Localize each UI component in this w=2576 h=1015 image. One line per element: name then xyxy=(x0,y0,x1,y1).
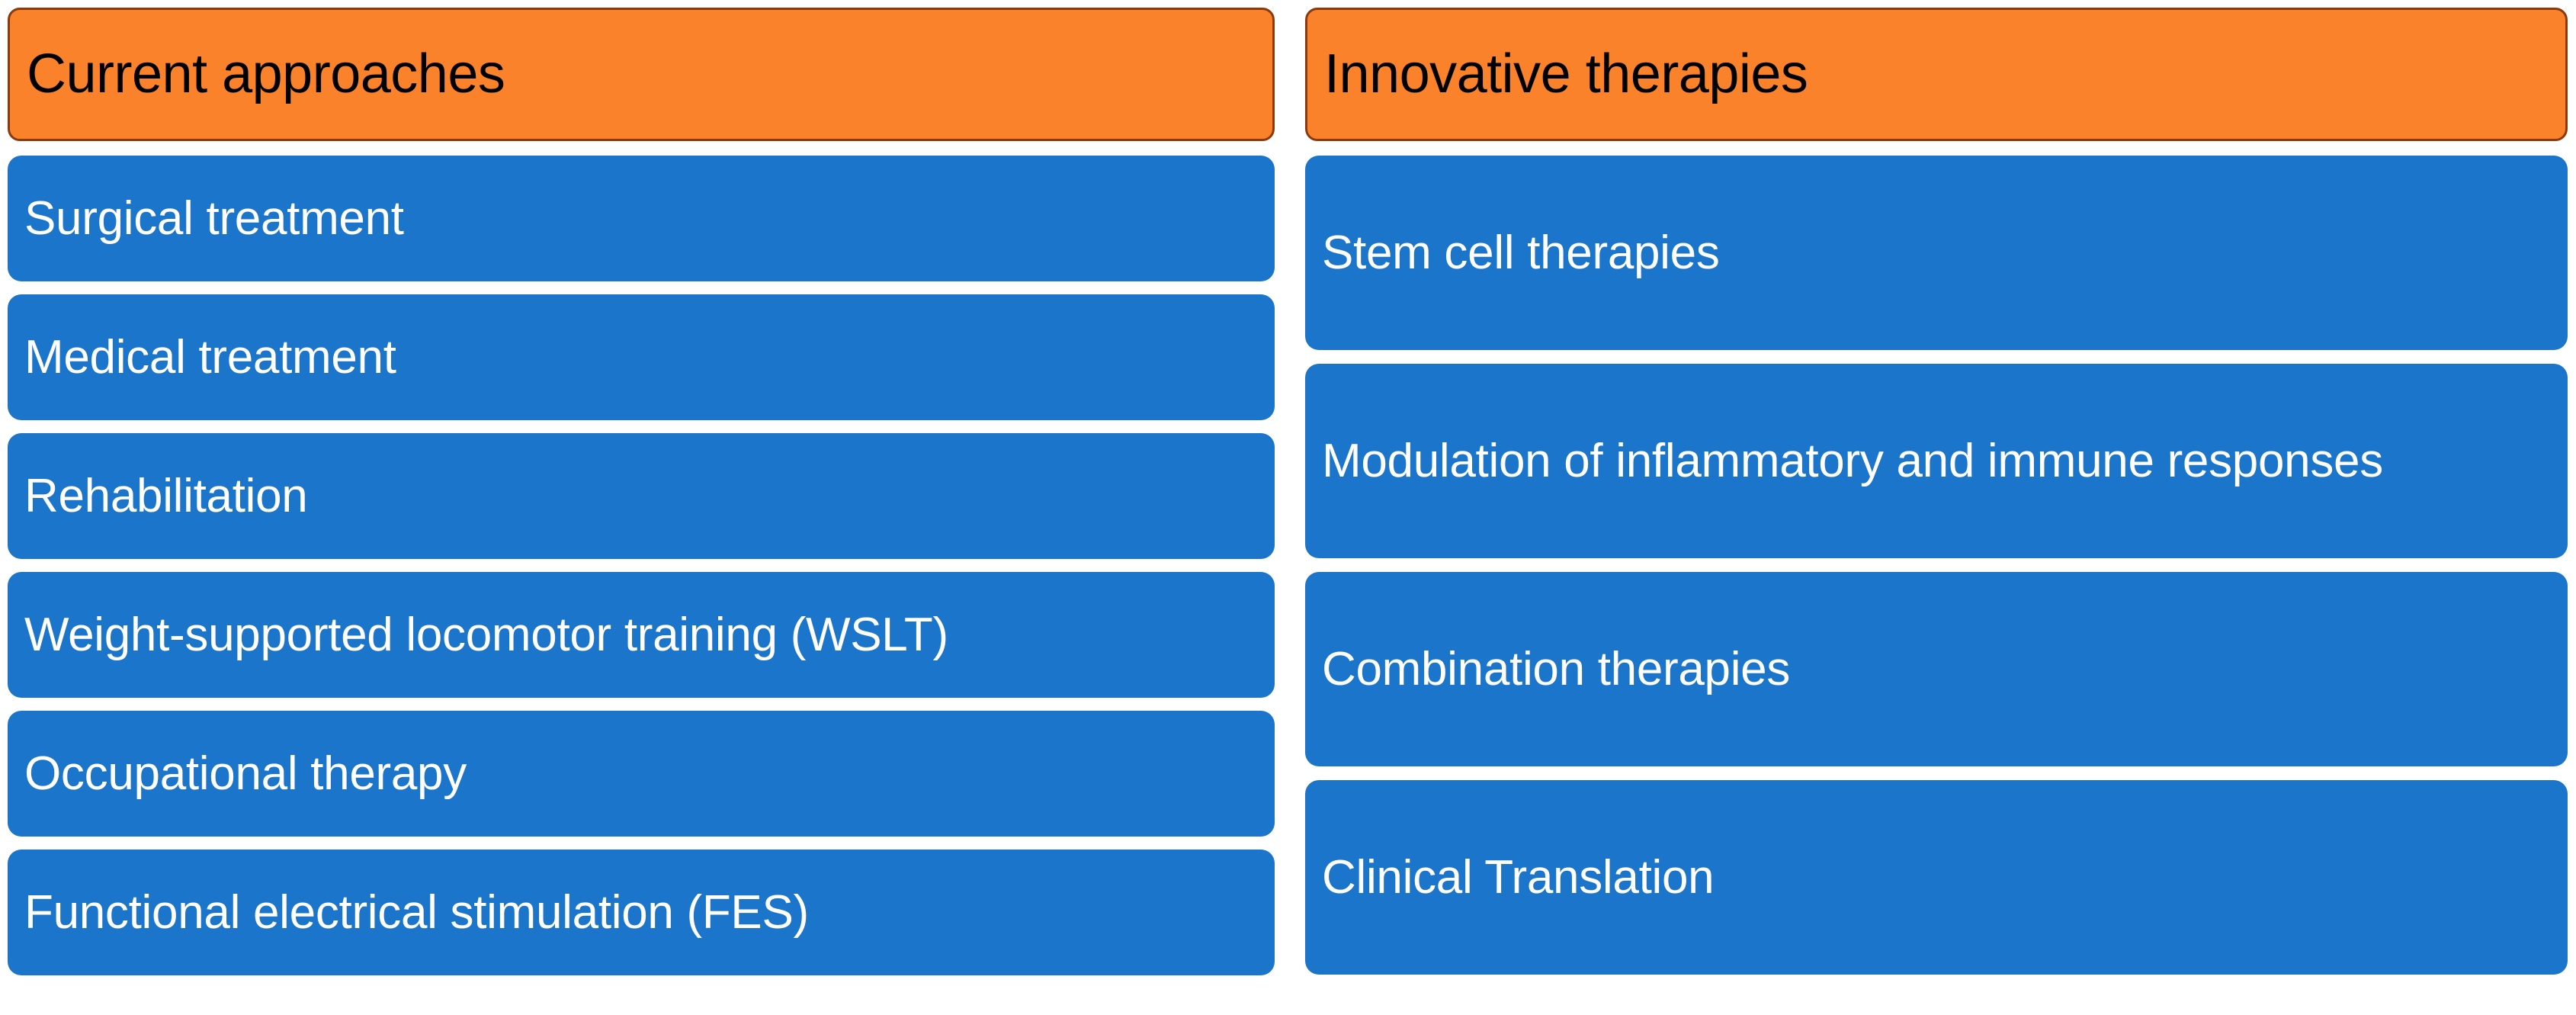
item-stem-cell-therapies[interactable]: Stem cell therapies xyxy=(1305,156,2568,350)
item-clinical-translation[interactable]: Clinical Translation xyxy=(1305,780,2568,975)
item-weight-supported-locomotor-training[interactable]: Weight-supported locomotor training (WSL… xyxy=(8,572,1275,698)
header-innovative-therapies: Innovative therapies xyxy=(1305,8,2568,141)
column-current-approaches: Current approaches Surgical treatment Me… xyxy=(8,8,1275,1001)
item-combination-therapies[interactable]: Combination therapies xyxy=(1305,572,2568,766)
item-stem-cell-therapies-label: Stem cell therapies xyxy=(1322,226,1720,279)
item-rehabilitation[interactable]: Rehabilitation xyxy=(8,433,1275,559)
item-modulation-inflammatory-immune-responses[interactable]: Modulation of inflammatory and immune re… xyxy=(1305,364,2568,558)
item-functional-electrical-stimulation-label: Functional electrical stimulation (FES) xyxy=(24,885,809,939)
header-current-approaches-label: Current approaches xyxy=(27,43,505,105)
header-current-approaches: Current approaches xyxy=(8,8,1275,141)
item-medical-treatment-label: Medical treatment xyxy=(24,330,396,384)
column-innovative-therapies: Innovative therapies Stem cell therapies… xyxy=(1305,8,2568,1001)
item-weight-supported-locomotor-training-label: Weight-supported locomotor training (WSL… xyxy=(24,608,948,661)
header-innovative-therapies-label: Innovative therapies xyxy=(1324,43,1808,105)
item-surgical-treatment[interactable]: Surgical treatment xyxy=(8,156,1275,281)
item-combination-therapies-label: Combination therapies xyxy=(1322,642,1791,695)
item-clinical-translation-label: Clinical Translation xyxy=(1322,850,1715,904)
item-modulation-inflammatory-immune-responses-label: Modulation of inflammatory and immune re… xyxy=(1322,434,2383,487)
item-occupational-therapy[interactable]: Occupational therapy xyxy=(8,711,1275,837)
item-rehabilitation-label: Rehabilitation xyxy=(24,469,308,522)
item-occupational-therapy-label: Occupational therapy xyxy=(24,747,467,800)
item-surgical-treatment-label: Surgical treatment xyxy=(24,191,404,245)
item-functional-electrical-stimulation[interactable]: Functional electrical stimulation (FES) xyxy=(8,850,1275,975)
item-medical-treatment[interactable]: Medical treatment xyxy=(8,294,1275,420)
